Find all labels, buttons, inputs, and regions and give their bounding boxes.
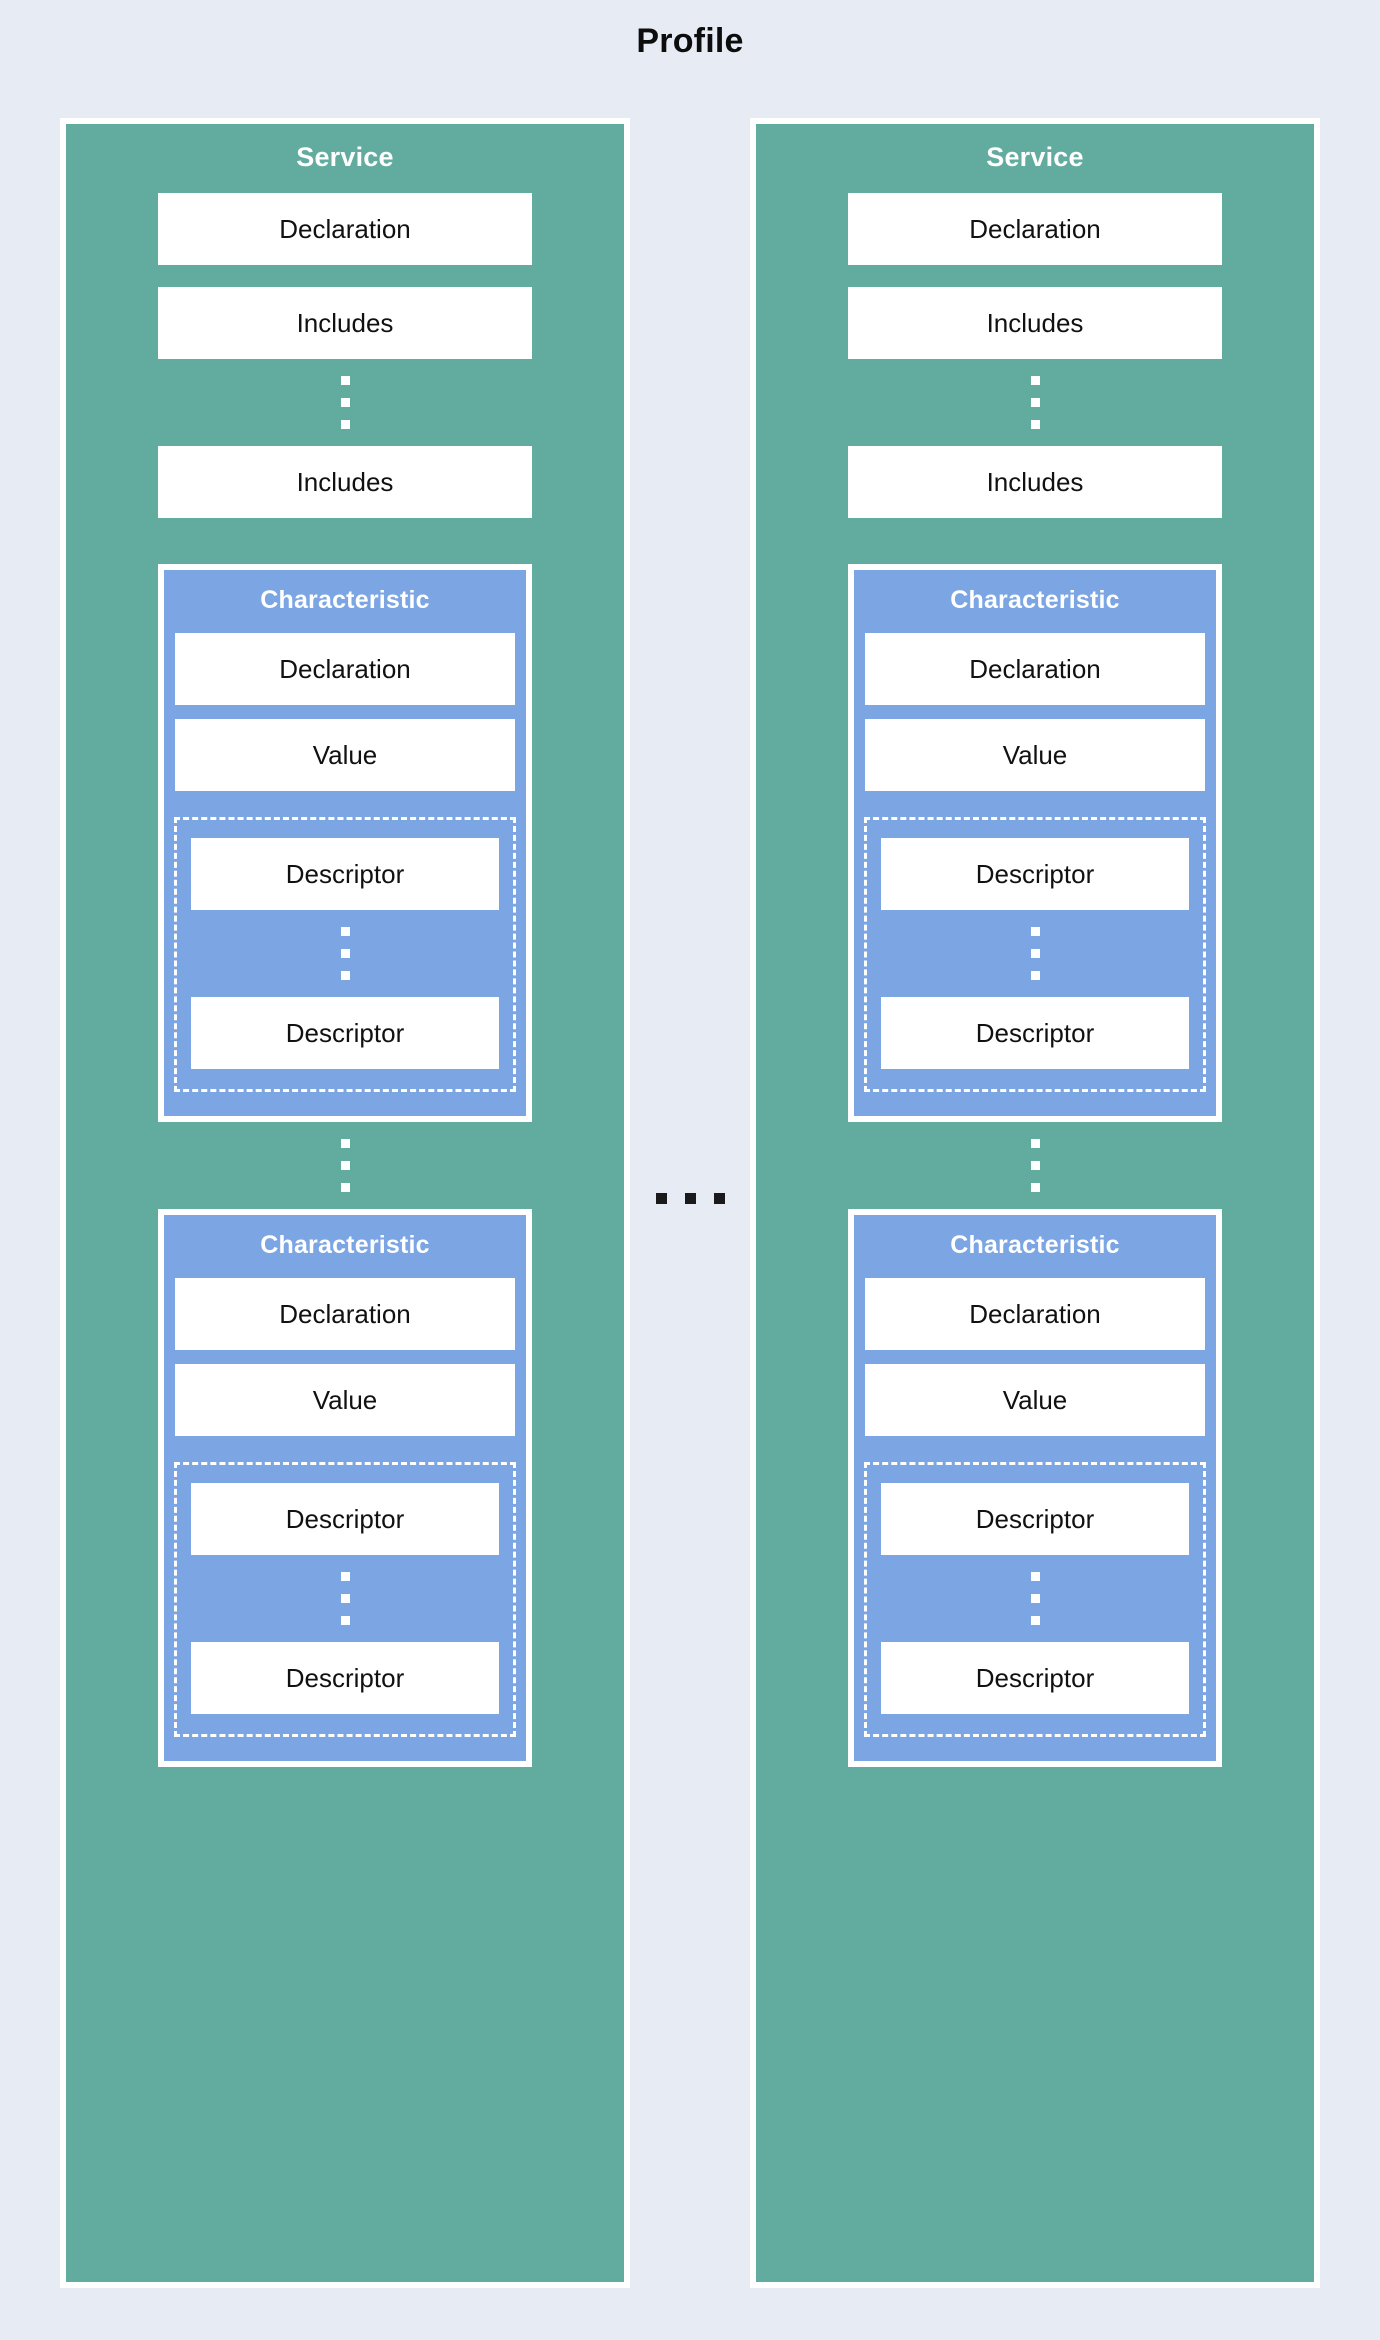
ellipsis-dot	[1030, 1572, 1040, 1581]
characteristic-value-box: Value	[865, 719, 1205, 791]
characteristic-value-box: Value	[175, 1364, 515, 1436]
characteristic-box-1: Characteristic Declaration Value Descrip…	[848, 564, 1222, 1122]
descriptor-box-first: Descriptor	[191, 1483, 499, 1555]
ellipsis-dot	[655, 1192, 667, 1204]
ellipsis-dot	[713, 1192, 725, 1204]
service-declaration-box: Declaration	[158, 193, 532, 265]
descriptor-box-last: Descriptor	[881, 997, 1189, 1069]
ellipsis-dot	[1030, 1616, 1040, 1625]
characteristic-title: Characteristic	[950, 586, 1120, 614]
service-box-2: Service Declaration Includes Includes Ch…	[750, 118, 1320, 2288]
descriptor-vertical-ellipsis-icon	[1030, 1555, 1040, 1642]
descriptor-group: Descriptor Descriptor	[174, 817, 516, 1092]
characteristic-vertical-ellipsis-icon	[1030, 1122, 1040, 1209]
descriptor-vertical-ellipsis-icon	[340, 1555, 350, 1642]
ellipsis-dot	[340, 398, 350, 407]
descriptor-box-first: Descriptor	[191, 838, 499, 910]
horizontal-ellipsis-icon	[655, 1192, 725, 1204]
descriptor-box-first: Descriptor	[881, 1483, 1189, 1555]
ellipsis-dot	[1030, 949, 1040, 958]
ellipsis-dot	[1030, 1161, 1040, 1170]
characteristic-value-box: Value	[865, 1364, 1205, 1436]
characteristic-title: Characteristic	[260, 586, 430, 614]
ellipsis-dot	[340, 1616, 350, 1625]
characteristic-declaration-box: Declaration	[175, 1278, 515, 1350]
service-declaration-box: Declaration	[848, 193, 1222, 265]
ellipsis-dot	[340, 1594, 350, 1603]
ellipsis-dot	[1030, 1183, 1040, 1192]
characteristic-declaration-box: Declaration	[865, 1278, 1205, 1350]
descriptor-box-first: Descriptor	[881, 838, 1189, 910]
service-includes-box-last: Includes	[848, 446, 1222, 518]
characteristic-box-2: Characteristic Declaration Value Descrip…	[848, 1209, 1222, 1767]
ellipsis-dot	[1030, 1594, 1040, 1603]
service-includes-box-first: Includes	[848, 287, 1222, 359]
ellipsis-dot	[340, 1572, 350, 1581]
includes-vertical-ellipsis-icon	[340, 359, 350, 446]
descriptor-box-last: Descriptor	[191, 997, 499, 1069]
descriptor-box-last: Descriptor	[881, 1642, 1189, 1714]
ellipsis-dot	[340, 949, 350, 958]
characteristic-title: Characteristic	[950, 1231, 1120, 1259]
service-title: Service	[986, 142, 1084, 172]
ellipsis-dot	[340, 420, 350, 429]
ellipsis-dot	[1030, 1139, 1040, 1148]
ellipsis-dot	[340, 927, 350, 936]
service-includes-box-first: Includes	[158, 287, 532, 359]
descriptor-group: Descriptor Descriptor	[174, 1462, 516, 1737]
ellipsis-dot	[340, 1161, 350, 1170]
descriptor-group: Descriptor Descriptor	[864, 817, 1206, 1092]
descriptor-group: Descriptor Descriptor	[864, 1462, 1206, 1737]
characteristic-declaration-box: Declaration	[865, 633, 1205, 705]
services-horizontal-ellipsis	[630, 118, 750, 2288]
service-includes-box-last: Includes	[158, 446, 532, 518]
ellipsis-dot	[340, 1183, 350, 1192]
includes-vertical-ellipsis-icon	[1030, 359, 1040, 446]
characteristic-value-box: Value	[175, 719, 515, 791]
descriptor-box-last: Descriptor	[191, 1642, 499, 1714]
characteristic-box-2: Characteristic Declaration Value Descrip…	[158, 1209, 532, 1767]
service-title: Service	[296, 142, 394, 172]
characteristic-title: Characteristic	[260, 1231, 430, 1259]
characteristic-declaration-box: Declaration	[175, 633, 515, 705]
ellipsis-dot	[340, 971, 350, 980]
ellipsis-dot	[340, 376, 350, 385]
service-box-1: Service Declaration Includes Includes Ch…	[60, 118, 630, 2288]
page-title: Profile	[636, 22, 744, 60]
ellipsis-dot	[1030, 420, 1040, 429]
ellipsis-dot	[1030, 927, 1040, 936]
ellipsis-dot	[1030, 376, 1040, 385]
characteristic-box-1: Characteristic Declaration Value Descrip…	[158, 564, 532, 1122]
service-columns: Service Declaration Includes Includes Ch…	[0, 118, 1380, 2288]
descriptor-vertical-ellipsis-icon	[1030, 910, 1040, 997]
ellipsis-dot	[340, 1139, 350, 1148]
characteristic-vertical-ellipsis-icon	[340, 1122, 350, 1209]
descriptor-vertical-ellipsis-icon	[340, 910, 350, 997]
ellipsis-dot	[684, 1192, 696, 1204]
ellipsis-dot	[1030, 398, 1040, 407]
ellipsis-dot	[1030, 971, 1040, 980]
